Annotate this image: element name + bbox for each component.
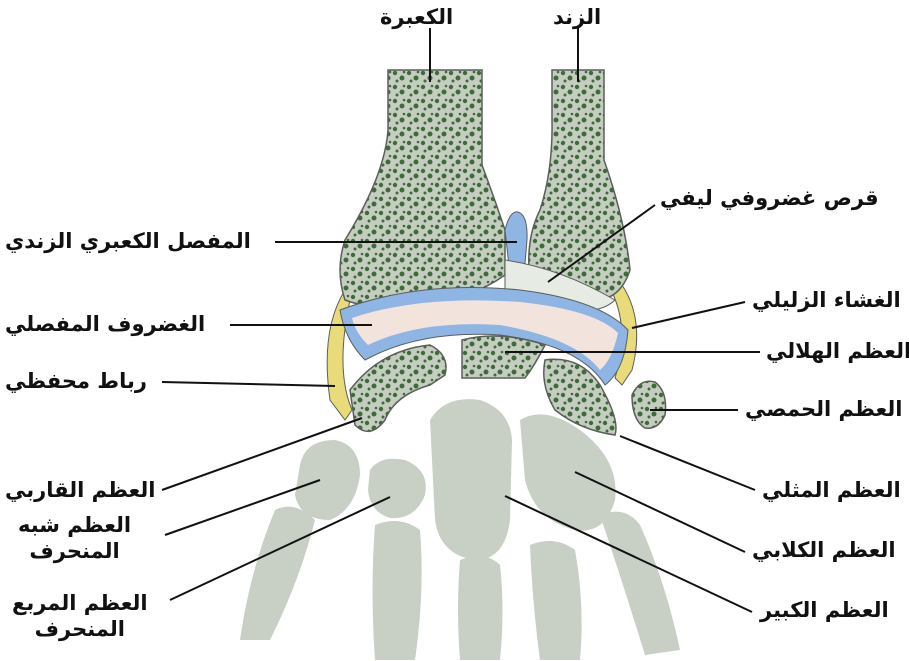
label-hamate: العظم الكلابي [752, 538, 896, 562]
leader-scaphoid [161, 417, 363, 491]
metacarpal-2 [372, 521, 422, 660]
radius-bone [339, 69, 506, 308]
leader-synovium [631, 301, 746, 329]
lower-carpal-bones [240, 399, 680, 660]
articular-cartilage [352, 300, 618, 370]
label-articular-cartilage: الغضروف المفصلي [5, 312, 206, 336]
metacarpal-1 [240, 506, 315, 640]
metacarpal-4 [530, 541, 582, 660]
capitate-bone [430, 399, 512, 560]
hamate-bone [520, 414, 616, 531]
leader-tfcc [547, 204, 656, 283]
label-capitate: العظم الكبير [760, 598, 889, 622]
metacarpal-5 [600, 511, 680, 655]
scaphoid-bone [349, 344, 447, 433]
label-trapezoid: العظم شبه المنحرف [18, 512, 131, 565]
radioulnar-synovial-loop [504, 211, 528, 276]
trapezoid-bone [368, 458, 426, 519]
label-tfcc: قرص غضروفي ليفي [660, 186, 879, 210]
label-capsule-ligament: رباط محفظي [5, 369, 147, 393]
lunate-bone [461, 335, 547, 379]
leader-trapezium [169, 496, 391, 601]
metacarpal-3 [458, 556, 503, 660]
pisiform-bone [631, 380, 667, 429]
label-trapezoid-line2: المنحرف [29, 539, 120, 564]
leader-triquetrum [619, 435, 756, 491]
label-scaphoid: العظم القاربي [5, 478, 156, 502]
label-pisiform: العظم الحمصي [745, 397, 903, 421]
label-radioulnar-joint: المفصل الكعبري الزندي [5, 229, 251, 253]
label-trapezium-line2: المنحرف [34, 617, 125, 642]
leader-trapezoid [164, 479, 321, 536]
label-ulna: الزند [553, 5, 602, 29]
label-lunate: العظم الهلالي [766, 339, 909, 363]
leader-lines [161, 28, 760, 613]
leader-capitate [504, 495, 753, 613]
label-trapezoid-line1: العظم شبه [18, 513, 132, 537]
ulna-bone [528, 69, 631, 301]
label-triquetrum: العظم المثلي [762, 478, 901, 502]
leader-capsule [161, 381, 336, 387]
label-synovium: الغشاء الزليلي [752, 288, 901, 312]
label-trapezium-line1: العظم المربع [12, 591, 148, 615]
leader-hamate [574, 471, 746, 553]
label-radius: الكعبرة [380, 5, 454, 29]
trapezium-bone [295, 440, 360, 520]
triquetrum-bone [543, 358, 617, 436]
label-trapezium: العظم المربع المنحرف [12, 590, 148, 643]
